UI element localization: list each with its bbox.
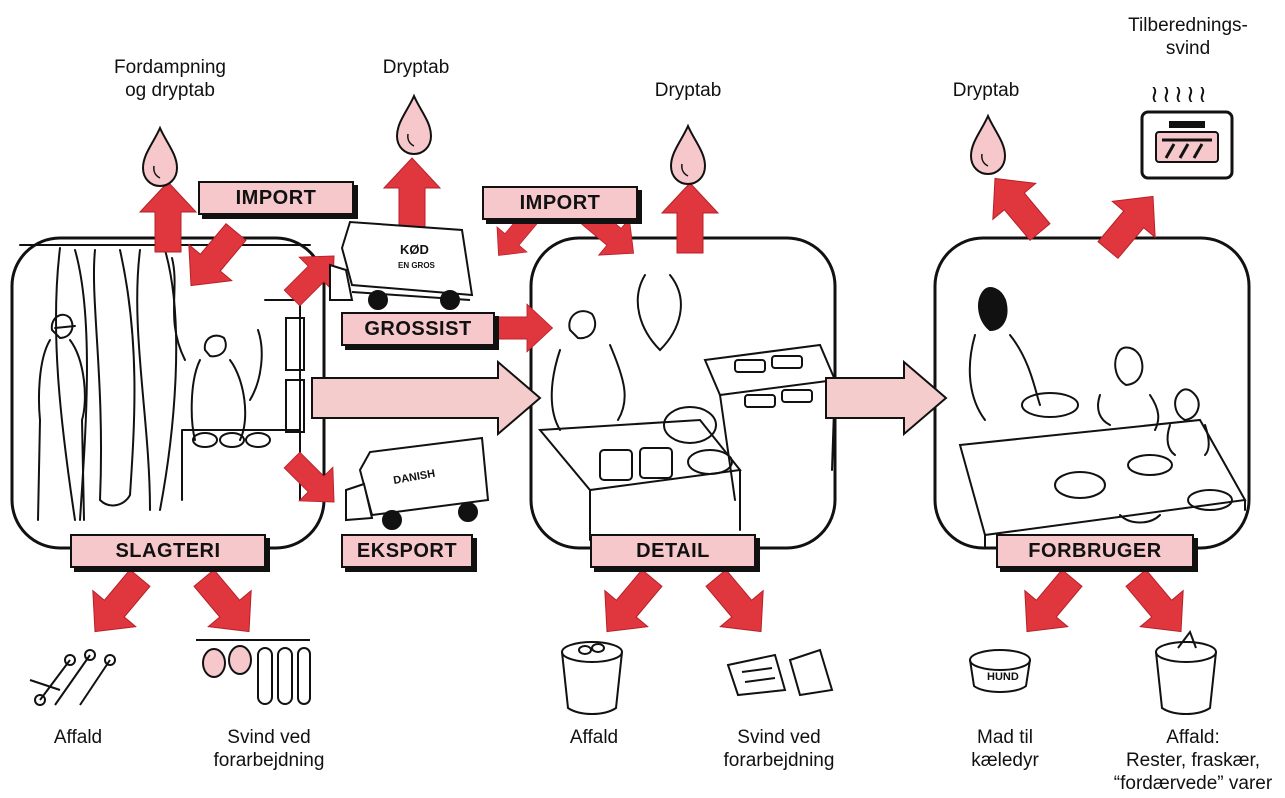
label-cooking-loss: Tilberednings- svind <box>1114 14 1262 60</box>
tag-retail: DETAIL <box>590 534 756 568</box>
label-pet-food-line2: kæledyr <box>971 750 1039 771</box>
arrow-slaughter-waste <box>73 559 162 651</box>
drop-evaporation-icon <box>142 127 178 187</box>
label-evaporation-line2: og dryptab <box>125 80 215 101</box>
truck-text-main: KØD <box>400 242 429 257</box>
oven-icon <box>1140 110 1234 180</box>
label-cooking-loss-line1: Tilberednings- <box>1128 15 1248 36</box>
label-consumer-waste-line3: “fordærvede” varer <box>1113 773 1273 794</box>
arrow-drip-wholesale <box>383 157 441 229</box>
label-drip-consumer: Dryptab <box>952 80 1020 101</box>
export-truck-icon <box>345 436 490 530</box>
pet-bowl-icon <box>969 649 1031 693</box>
drop-wholesale-icon <box>396 95 432 155</box>
tag-import-right: IMPORT <box>482 186 638 220</box>
label-cooking-loss-line2: svind <box>1165 38 1211 59</box>
tag-consumer: FORBRUGER <box>996 534 1194 568</box>
retail-bin-icon <box>561 641 623 715</box>
arrow-retail-processing <box>694 559 783 651</box>
label-slaughter-processing: Svind ved forarbejdning <box>196 726 342 772</box>
domestic-truck-icon <box>329 220 474 310</box>
drop-retail-icon <box>670 125 706 185</box>
tag-slaughterhouse: SLAGTERI <box>70 534 266 568</box>
steam-glyphs: ≀≀≀≀≀ <box>1150 80 1210 108</box>
label-pet-food-line1: Mad til <box>977 727 1033 748</box>
slaughterhouse-illustration <box>19 244 311 521</box>
label-consumer-waste-line1: Affald: <box>1166 727 1220 748</box>
label-evaporation-line1: Fordampning <box>114 57 226 78</box>
consumer-frame <box>933 236 1251 550</box>
tag-export: EKSPORT <box>341 534 473 568</box>
label-slaughter-processing-line2: forarbejdning <box>213 750 325 771</box>
consumer-bin-icon <box>1155 629 1217 715</box>
flow-arrow-slaughter-retail <box>311 359 542 437</box>
label-consumer-waste-line2: Rester, fraskær, <box>1125 750 1261 771</box>
label-retail-waste: Affald <box>569 727 619 748</box>
bones-icon <box>29 649 116 706</box>
consumer-illustration <box>958 287 1247 549</box>
label-slaughter-waste: Affald <box>53 727 103 748</box>
label-drip-retail: Dryptab <box>654 80 722 101</box>
retail-frame <box>529 236 837 550</box>
arrow-consumer-waste <box>1114 559 1203 651</box>
truck-text-sub: EN GROS <box>398 261 436 270</box>
retail-illustration <box>537 274 837 541</box>
label-consumer-waste: Affald: Rester, fraskær, “fordærvede” va… <box>1104 726 1282 795</box>
tag-import-left: IMPORT <box>198 181 354 215</box>
label-retail-processing-line2: forarbejdning <box>723 750 835 771</box>
tag-wholesaler: GROSSIST <box>341 312 495 346</box>
label-retail-processing-line1: Svind ved <box>737 727 821 748</box>
label-evaporation: Fordampning og dryptab <box>98 56 242 102</box>
label-retail-processing: Svind ved forarbejdning <box>706 726 852 772</box>
flow-arrow-retail-consumer <box>825 359 948 437</box>
label-drip-wholesale: Dryptab <box>382 57 450 78</box>
pet-bowl-text: HUND <box>987 671 1019 683</box>
label-slaughter-processing-line1: Svind ved <box>227 727 311 748</box>
arrow-pet-food <box>1005 559 1094 651</box>
retail-trimmings-icon <box>726 648 834 697</box>
drop-consumer-icon <box>970 115 1006 175</box>
label-pet-food: Mad til kæledyr <box>950 726 1060 772</box>
arrow-retail-waste <box>585 559 674 651</box>
arrow-slaughter-processing <box>182 559 271 651</box>
hanging-sausages-icon <box>196 639 311 705</box>
